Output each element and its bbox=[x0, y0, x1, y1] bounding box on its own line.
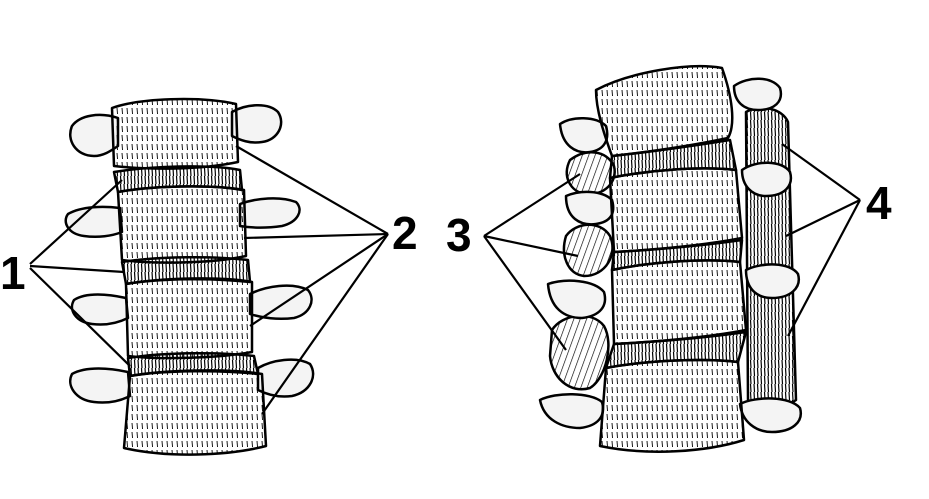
callout-label-4: 4 bbox=[866, 177, 892, 229]
anterior-discs-lateral bbox=[548, 151, 616, 391]
callout-label-3: 3 bbox=[446, 209, 472, 261]
vertebral-bodies-front bbox=[110, 97, 268, 456]
intervertebral-discs-lateral bbox=[604, 138, 748, 370]
transverse-processes-front bbox=[64, 104, 315, 404]
articular-processes-right bbox=[732, 77, 803, 434]
front-view-vertebral-column bbox=[64, 97, 315, 456]
posterior-column bbox=[744, 106, 798, 408]
callout-label-1: 1 bbox=[0, 247, 26, 299]
callout-label-2: 2 bbox=[392, 207, 418, 259]
articular-processes-left bbox=[538, 117, 615, 430]
lateral-view-vertebral-column bbox=[538, 65, 803, 453]
intervertebral-discs-front bbox=[112, 165, 260, 378]
vertebral-bodies-lateral bbox=[594, 65, 748, 453]
leader-lines bbox=[29, 143, 861, 415]
